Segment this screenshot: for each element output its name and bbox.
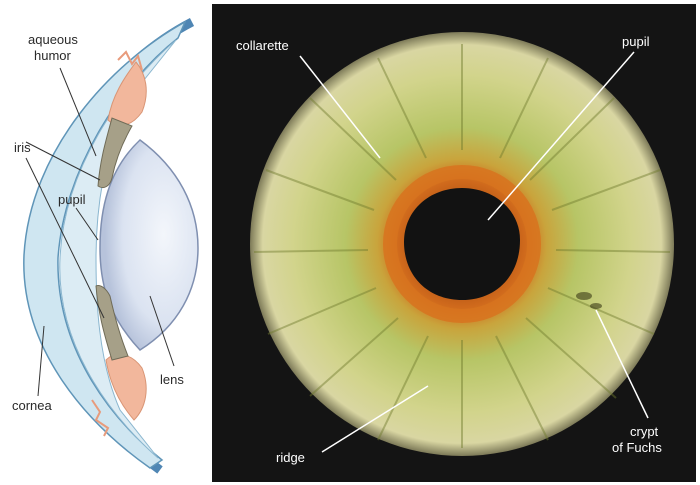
label-crypt-line2: of Fuchs xyxy=(612,440,662,455)
label-crypt-line1: crypt xyxy=(630,424,659,439)
label-aqueous-humor-line2: humor xyxy=(34,48,72,63)
label-collarette: collarette xyxy=(236,38,289,53)
label-pupil: pupil xyxy=(58,192,86,207)
iris-photo: collarette pupil crypt of Fuchs ridge xyxy=(212,4,696,482)
label-ridge: ridge xyxy=(276,450,305,465)
label-photo-pupil: pupil xyxy=(622,34,650,49)
label-iris: iris xyxy=(14,140,31,155)
pupil-hole xyxy=(404,188,520,300)
label-cornea: cornea xyxy=(12,398,53,413)
label-aqueous-humor-line1: aqueous xyxy=(28,32,78,47)
label-lens: lens xyxy=(160,372,184,387)
eye-cross-section: aqueous humor iris pupil lens cornea xyxy=(12,22,198,470)
